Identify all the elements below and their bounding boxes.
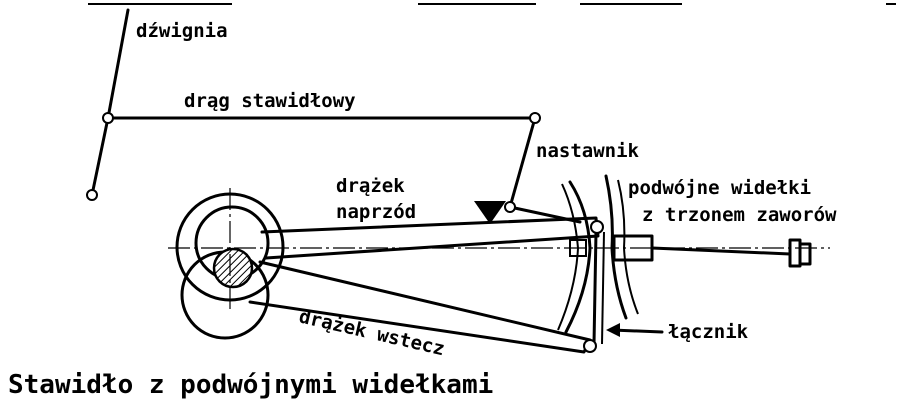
double-fork xyxy=(557,174,654,334)
fixed-pivot-triangle xyxy=(474,201,506,224)
label-backward-rod: drążek wstecz xyxy=(297,305,447,360)
label-fork-1: podwójne widełki xyxy=(628,177,811,199)
label-forward-rod-1: drążek xyxy=(336,175,405,197)
lever-top-pivot xyxy=(102,112,114,124)
fork-bottom-pivot xyxy=(583,339,597,353)
label-forward-rod-2: naprzód xyxy=(336,201,416,223)
fork-top-pivot xyxy=(590,220,604,234)
label-reach-rod: drąg stawidłowy xyxy=(184,90,356,112)
lever-bottom-pivot xyxy=(86,189,98,201)
reach-rod-end-pivot xyxy=(529,112,541,124)
label-reverser: nastawnik xyxy=(536,140,640,162)
link-arrow xyxy=(606,323,664,337)
label-link: łącznik xyxy=(668,321,749,343)
forward-rod xyxy=(260,216,600,260)
link-bar xyxy=(592,230,605,346)
label-lever: dźwignia xyxy=(136,20,228,42)
valve-stem xyxy=(650,238,812,268)
caption: Stawidło z podwójnymi widełkami xyxy=(8,370,493,400)
axle-hatched xyxy=(212,247,254,289)
lever xyxy=(90,8,130,197)
label-fork-2: z trzonem zaworów xyxy=(642,204,837,226)
reverser-pivot xyxy=(504,201,516,213)
